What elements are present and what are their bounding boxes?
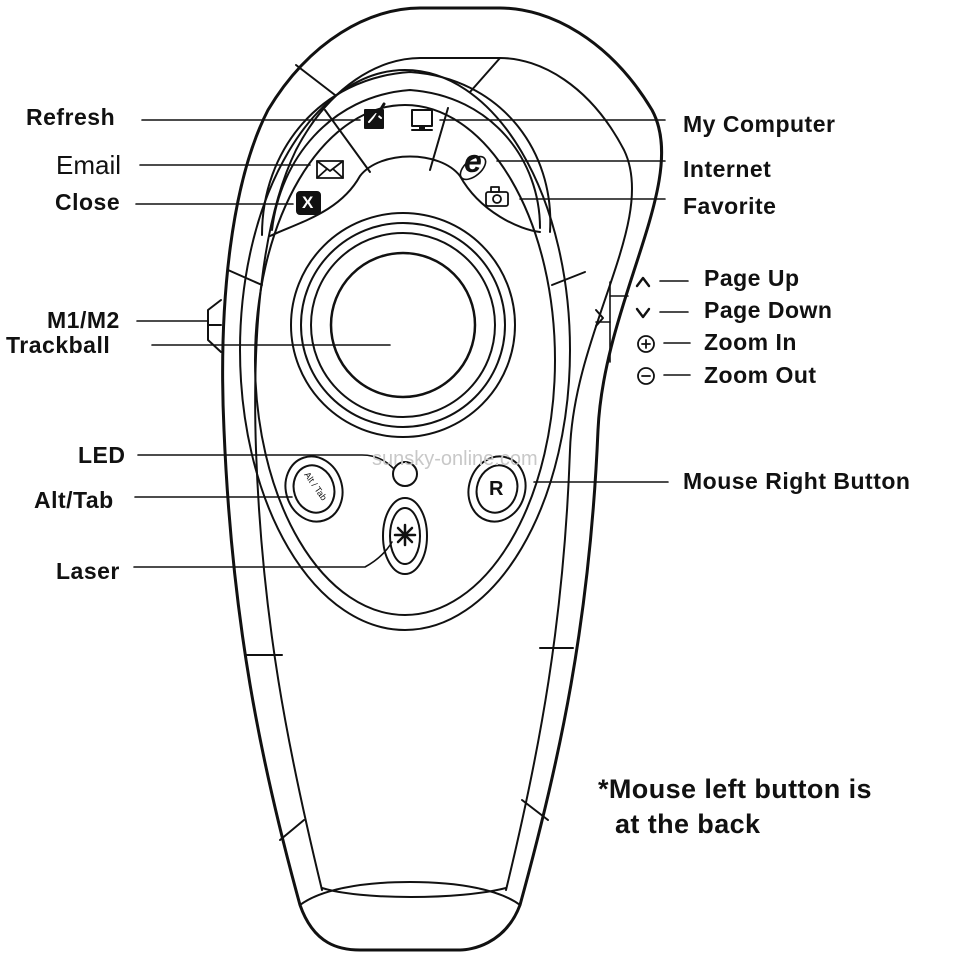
- refresh-icon[interactable]: [364, 102, 386, 129]
- label-m1m2: M1/M2: [47, 307, 120, 333]
- email-icon[interactable]: [316, 160, 344, 179]
- zoom-in-icon: [637, 335, 655, 353]
- laser-button-inner: [389, 507, 421, 565]
- label-zoom-out: Zoom Out: [704, 362, 817, 388]
- trackball-ring-mid: [300, 222, 506, 428]
- alt-tab-button-inner: [292, 464, 336, 514]
- leader-lines-right: [439, 119, 691, 483]
- note-line-2: at the back: [615, 809, 761, 839]
- mouse-body-outline: [221, 6, 664, 952]
- mouse-bottom-rim: [321, 887, 507, 898]
- top-panel-outline: [261, 71, 552, 236]
- close-icon[interactable]: [296, 191, 321, 215]
- facet-line: [521, 799, 549, 821]
- led-indicator: [392, 461, 418, 487]
- label-my-computer: My Computer: [683, 111, 836, 137]
- main-oval-inner: [254, 104, 556, 616]
- leader-lines-left: [133, 119, 394, 568]
- page-up-icon: [635, 276, 651, 288]
- label-page-down: Page Down: [704, 297, 833, 323]
- label-zoom-in: Zoom In: [704, 329, 797, 355]
- side-scroll-switch[interactable]: [595, 309, 604, 327]
- top-panel-inner: [271, 89, 541, 231]
- facet-line: [279, 819, 305, 841]
- my-computer-icon[interactable]: [411, 109, 433, 131]
- label-refresh: Refresh: [26, 104, 116, 130]
- internet-key-label: e: [464, 143, 482, 179]
- trackball-ball[interactable]: [329, 251, 477, 399]
- label-internet: Internet: [683, 156, 772, 182]
- mouse-bottom-base: [299, 881, 521, 906]
- label-page-up: Page Up: [704, 265, 800, 291]
- label-alt-tab: Alt/Tab: [34, 487, 114, 513]
- right-button-outer[interactable]: [460, 449, 534, 529]
- label-email: Email: [56, 150, 122, 180]
- label-laser: Laser: [56, 558, 120, 584]
- note-line-1: *Mouse left button is: [598, 774, 872, 804]
- favorite-icon[interactable]: [485, 186, 509, 207]
- trackball-ring-outer: [290, 212, 516, 438]
- label-led: LED: [78, 442, 126, 468]
- main-oval-outer: [239, 69, 571, 631]
- internet-icon[interactable]: [456, 152, 489, 184]
- panel-divider: [429, 107, 449, 171]
- watermark-text: sunsky-online.com: [372, 448, 538, 470]
- zoom-out-icon: [637, 367, 655, 385]
- facet-line: [551, 271, 586, 286]
- laser-icon: [393, 523, 417, 547]
- facet-line: [469, 57, 501, 93]
- right-key-label: R: [489, 478, 504, 500]
- label-mouse-right-button: Mouse Right Button: [683, 468, 911, 494]
- label-favorite: Favorite: [683, 193, 777, 219]
- page-down-icon: [635, 307, 651, 319]
- close-key-label: X: [302, 193, 314, 212]
- right-button-inner: [475, 464, 519, 514]
- facet-line: [295, 64, 336, 96]
- trackball-ring-inner: [310, 232, 496, 418]
- label-trackball: Trackball: [6, 332, 111, 358]
- label-close: Close: [55, 189, 121, 215]
- laser-button-outer[interactable]: [382, 497, 428, 575]
